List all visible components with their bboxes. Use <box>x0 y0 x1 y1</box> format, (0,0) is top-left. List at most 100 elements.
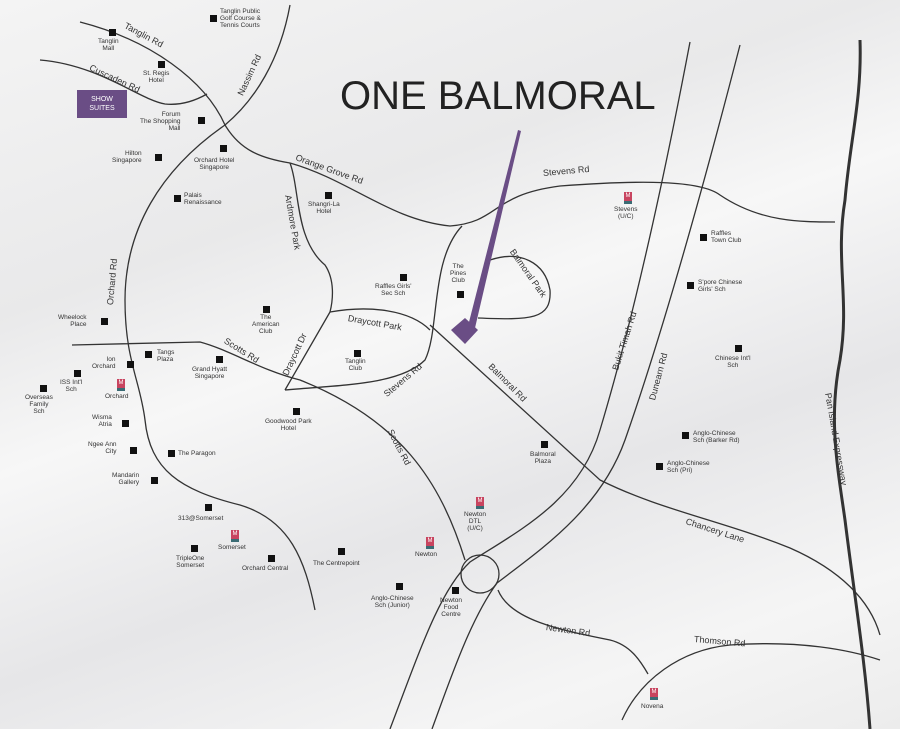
landmark-label: Anglo-Chinese Sch (Pri) <box>667 460 710 474</box>
landmark-icon <box>210 15 217 22</box>
site-marker <box>451 318 478 344</box>
landmark-icon <box>457 291 464 298</box>
mrt-station-label: Stevens (U/C) <box>614 206 638 220</box>
landmark-icon <box>198 117 205 124</box>
landmark-icon <box>338 548 345 555</box>
landmark-label: Tanglin Public Golf Course & Tennis Cour… <box>220 8 261 29</box>
landmark-icon <box>158 61 165 68</box>
landmark-label: TripleOne Somerset <box>176 555 205 569</box>
mrt-station-label: Newton DTL (U/C) <box>464 511 487 532</box>
road-orchard <box>124 124 316 611</box>
landmark-icon <box>325 192 332 199</box>
landmark-icon <box>205 504 212 511</box>
landmark-label: Hilton Singapore <box>112 150 142 164</box>
mrt-icon: M <box>231 530 239 542</box>
landmark-label: Wisma Atria <box>92 414 112 428</box>
landmark-icon <box>191 545 198 552</box>
show-suites-badge[interactable]: SHOW SUITES <box>77 90 127 118</box>
landmark-icon <box>130 447 137 454</box>
mrt-icon: M <box>650 688 658 700</box>
landmark-icon <box>127 361 134 368</box>
landmark-icon <box>122 420 129 427</box>
landmark-icon <box>268 555 275 562</box>
landmark-label: 313@Somerset <box>178 515 224 522</box>
landmark-icon <box>109 29 116 36</box>
landmark-label: Chinese Int'l Sch <box>715 355 751 369</box>
landmark-label: The Pines Club <box>450 263 467 284</box>
road-balmoral <box>429 324 881 636</box>
landmark-icon <box>216 356 223 363</box>
landmark-icon <box>656 463 663 470</box>
landmark-icon <box>174 195 181 202</box>
mrt-icon: M <box>117 379 125 391</box>
landmark-icon <box>700 234 707 241</box>
road-pie <box>832 39 872 729</box>
road-draycott-park <box>329 308 431 331</box>
mrt-icon: M <box>624 192 632 204</box>
landmark-label: Goodwood Park Hotel <box>265 418 312 432</box>
landmark-label: Grand Hyatt Singapore <box>192 366 228 380</box>
landmark-label: Anglo-Chinese Sch (Junior) <box>371 595 414 609</box>
mrt-station-label: Orchard <box>105 393 129 400</box>
road-orange-grove <box>289 162 836 227</box>
road-nassim <box>224 4 291 126</box>
landmark-label: The Paragon <box>178 450 216 457</box>
landmark-label: Raffles Town Club <box>711 230 742 244</box>
road-draycott-dr <box>284 311 331 391</box>
landmark-icon <box>400 274 407 281</box>
landmark-icon <box>168 450 175 457</box>
landmark-label: Shangri-La Hotel <box>308 201 340 215</box>
landmark-icon <box>145 351 152 358</box>
landmark-icon <box>682 432 689 439</box>
road-balmoral-park <box>477 255 551 320</box>
mrt-icon: M <box>426 537 434 549</box>
landmark-label: Ngee Ann City <box>88 441 117 455</box>
landmark-icon <box>220 145 227 152</box>
mrt-station-label: Novena <box>641 703 664 710</box>
landmark-icon <box>735 345 742 352</box>
landmark-icon <box>74 370 81 377</box>
landmark-label: Palais Renaissance <box>184 192 222 206</box>
landmark-icon <box>354 350 361 357</box>
site-pointer <box>468 130 521 328</box>
landmark-label: Forum The Shopping Mall <box>140 111 181 132</box>
road-newton <box>497 589 649 675</box>
landmark-icon <box>101 318 108 325</box>
road-cuscaden <box>39 59 208 105</box>
road-stevens-lower <box>284 225 463 391</box>
mrt-icon: M <box>476 497 484 509</box>
landmark-label: Orchard Hotel Singapore <box>194 157 235 171</box>
road-dunearn <box>431 44 741 729</box>
landmark-label: Tanglin Mall <box>98 38 119 52</box>
road-tanglin <box>79 21 291 164</box>
landmark-label: Tanglin Club <box>345 358 366 372</box>
landmark-label: Raffles Girls' Sec Sch <box>375 283 412 297</box>
mrt-station-label: Newton <box>415 551 438 558</box>
landmark-label: Anglo-Chinese Sch (Barker Rd) <box>693 430 740 444</box>
landmark-icon <box>151 477 158 484</box>
landmark-label: Orchard Central <box>242 565 289 572</box>
landmark-icon <box>293 408 300 415</box>
road-ardmore <box>289 162 334 313</box>
landmark-icon <box>263 306 270 313</box>
landmark-label: Newton Food Centre <box>440 597 463 618</box>
landmark-label: The Centrepoint <box>313 560 360 567</box>
landmark-icon <box>155 154 162 161</box>
newton-roundabout <box>460 554 500 594</box>
landmark-label: St. Regis Hotel <box>143 70 170 84</box>
road-scotts <box>71 341 466 561</box>
landmark-label: S'pore Chinese Girls' Sch <box>698 279 743 293</box>
landmark-icon <box>40 385 47 392</box>
landmark-icon <box>687 282 694 289</box>
landmark-icon <box>541 441 548 448</box>
landmark-label: The American Club <box>252 314 280 335</box>
road-bukit-timah <box>389 41 691 729</box>
landmark-label: Tangs Plaza <box>157 349 175 363</box>
landmark-icon <box>396 583 403 590</box>
mrt-station-label: Somerset <box>218 544 246 551</box>
landmark-label: Balmoral Plaza <box>530 451 556 465</box>
landmark-label: Overseas Family Sch <box>25 394 53 415</box>
landmark-label: Mandarin Gallery <box>112 472 140 486</box>
